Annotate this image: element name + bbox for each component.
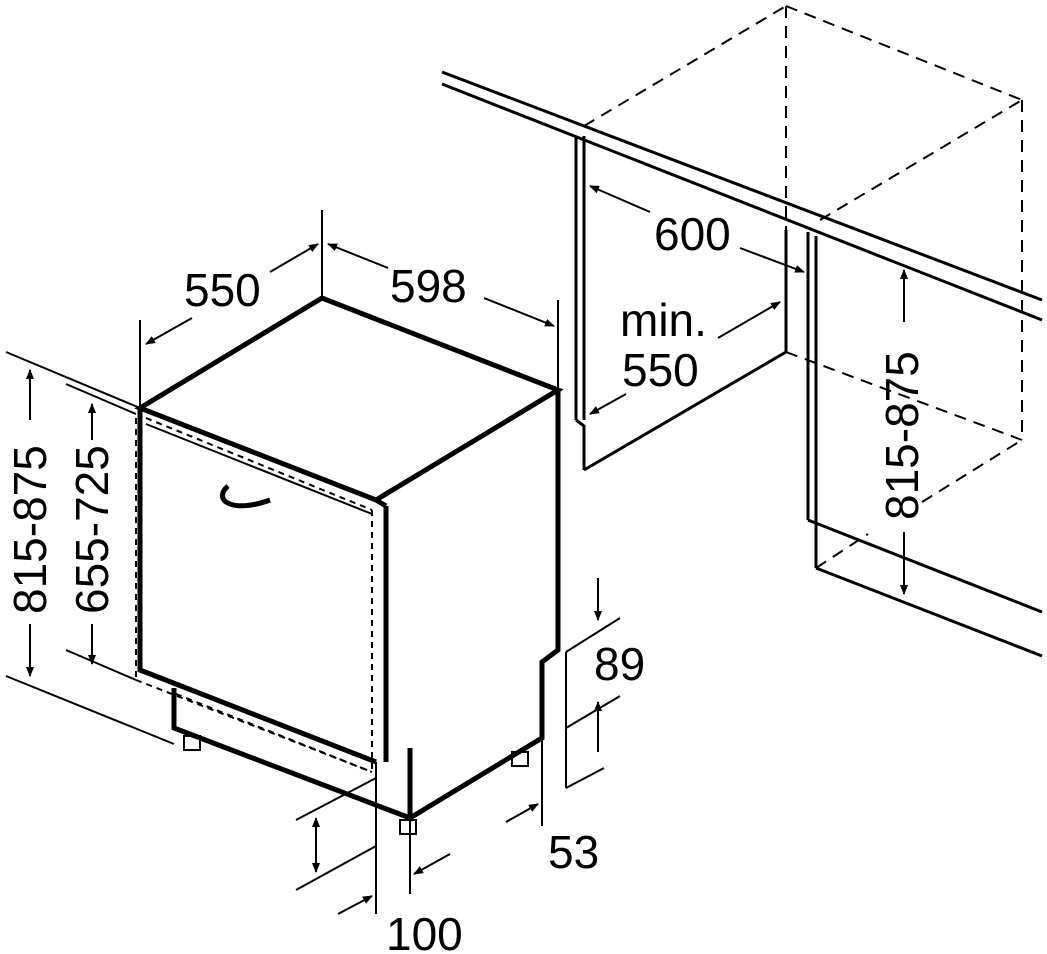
niche-width-label: 600 [654, 208, 731, 260]
dishwasher-body [134, 295, 564, 835]
dimension-lines [5, 185, 908, 915]
niche-cabinet [441, 5, 1043, 658]
width-appliance-label: 598 [390, 260, 467, 312]
niche-height-label: 815-875 [876, 351, 928, 520]
plinth-gap-label: 53 [548, 826, 599, 878]
niche-depth-min-label: min. [620, 294, 707, 346]
door-height-label: 655-725 [66, 445, 118, 614]
niche-depth-value-label: 550 [622, 344, 699, 396]
plinth-height-label: 89 [594, 638, 645, 690]
depth-appliance-label: 550 [184, 264, 261, 316]
appliance-height-label: 815-875 [4, 445, 56, 614]
foot-offset-label: 100 [386, 908, 463, 954]
